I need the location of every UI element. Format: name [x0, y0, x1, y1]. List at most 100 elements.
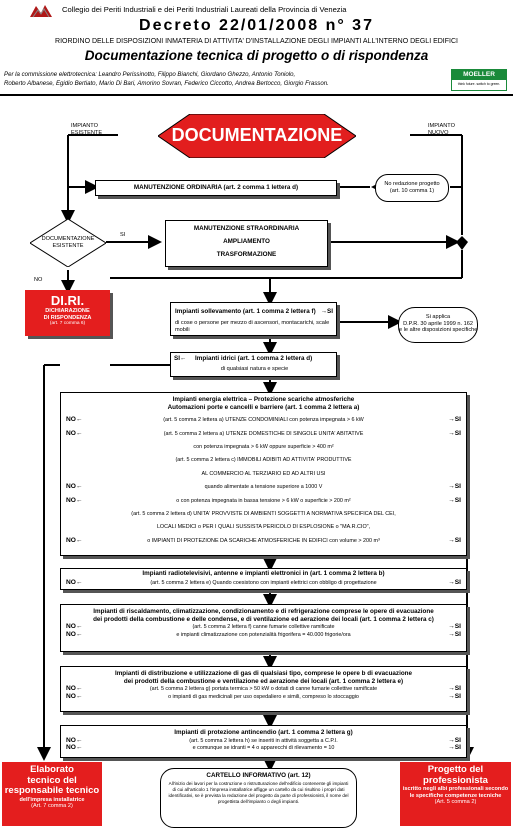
no-branch: NO←: [66, 496, 83, 504]
si-branch: →SI: [448, 496, 461, 504]
no-branch: NO←: [66, 429, 83, 437]
condition-text: (art. 5 comma 2 lettera c) IMMOBILI ADIB…: [175, 457, 352, 464]
college-name: Collegio dei Periti Industriali e dei Pe…: [62, 5, 347, 14]
antincendio-rows: NO← (art. 5 comma 2 lettera h) se inserit…: [61, 737, 466, 753]
energia-rows: NO← (art. 5 comma 2 lettera a) UTENZE CON…: [61, 411, 466, 551]
no-branch: NO←: [66, 693, 83, 701]
straordinaria-box: MANUTENZIONE STRAORDINARIA AMPLIAMENTO T…: [165, 220, 328, 267]
documentazione-label: DOCUMENTAZIONE: [171, 125, 343, 145]
moeller-name: MOELLER: [452, 70, 506, 80]
radiotelevisivi-box: Impianti radiotelevisivi, antenne e impi…: [60, 568, 467, 590]
si-branch: →SI: [448, 416, 461, 424]
diri-reference: (art. 7 comma 6): [49, 321, 86, 326]
si-branch: →SI: [448, 631, 461, 639]
elaborato-box: Elaborato tecnico del responsabile tecni…: [2, 762, 102, 826]
documentazione-esistente-diamond: DOCUMENTAZIONE ESISTENTE: [30, 219, 106, 267]
idrici-title: Impianti idrici (art. 1 comma 2 lettera …: [195, 355, 313, 362]
condition-text: (art. 5 comma 2 lettera a) UTENZE CONDOM…: [163, 417, 364, 424]
decree-title: Decreto 22/01/2008 n° 37: [139, 17, 374, 34]
condition-text: e comunque se idranti = 4 o apparecchi d…: [192, 745, 335, 752]
moeller-logo: MOELLER think future. switch to green.: [451, 69, 507, 91]
no-branch: NO←: [66, 416, 83, 424]
gas-title-2: dei prodotti della combustione e ventila…: [123, 677, 404, 685]
doc-esistente-si: SI: [120, 232, 126, 238]
radio-si: →SI: [448, 579, 461, 586]
progetto-subtitle: iscritto negli albi professionali second…: [402, 786, 509, 799]
sollevamento-title: Impianti sollevamento (art. 1 comma 2 le…: [175, 308, 316, 315]
condition-text: o IMPIANTI DI PROTEZIONE DA SCARICHE ATM…: [147, 537, 380, 544]
condition-text: LOCALI MEDICI o PER I QUALI SUSSISTA PER…: [156, 524, 371, 531]
progetto-title: Progetto del professionista: [423, 764, 488, 786]
risc-title-1: Impianti di riscaldamento, climatizzazio…: [93, 608, 434, 615]
no-branch: NO←: [66, 685, 83, 693]
manutenzione-ordinaria-label: MANUTENZIONE ORDINARIA (art. 2 comma 1 l…: [133, 184, 299, 191]
gas-rows: NO← (art. 5 comma 2 lettera g) portata te…: [61, 685, 466, 703]
no-branch: NO←: [66, 536, 83, 544]
commission-line-2: Roberto Albanese, Egidio Bertiato, Mario…: [4, 80, 329, 87]
risc-rows: NO← (art. 5 comma 2 lettera f) canne fuma…: [61, 623, 466, 641]
si-branch: →SI: [448, 483, 461, 491]
si-branch: →SI: [448, 744, 461, 752]
riscaldamento-box: Impianti di riscaldamento, climatizzazio…: [60, 604, 467, 652]
condition-text: (art. 5 comma 2 lettera g) portata termi…: [149, 686, 378, 693]
manutenzione-ordinaria-box: MANUTENZIONE ORDINARIA (art. 2 comma 1 l…: [95, 180, 337, 196]
condition-text: o impianti di gas medicinali per uso osp…: [168, 694, 359, 701]
radio-text: (art. 5 comma 2 lettera e) Quando coesis…: [150, 580, 377, 586]
si-applica-label: Si applica D.P.R. 30 aprile 1999 n. 162 …: [399, 314, 478, 333]
idrici-subtitle: di qualsiasi natura e specie: [220, 366, 289, 372]
documentazione-esistente-label: DOCUMENTAZIONE ESISTENTE: [41, 236, 95, 249]
sollevamento-box: Impianti sollevamento (art. 1 comma 2 le…: [170, 302, 337, 336]
si-branch: →SI: [448, 429, 461, 437]
no-redazione-bubble: No redazione progetto (art. 10 comma 1): [375, 174, 449, 202]
decree-subtitle: RIORDINO DELLE DISPOSIZIONI INMATERIA DI…: [55, 38, 458, 45]
cartello-text: All'inizio dei lavori per la costruzione…: [168, 780, 349, 804]
commission-line-1: Per la commissione elettrotecnica: Leand…: [4, 71, 296, 78]
documentazione-octagon: DOCUMENTAZIONE: [158, 114, 356, 158]
no-branch: NO←: [66, 623, 83, 631]
radio-no: NO←: [66, 579, 83, 586]
si-branch: →SI: [448, 685, 461, 693]
no-branch: NO←: [66, 631, 83, 639]
elaborato-title: Elaborato tecnico del responsabile tecni…: [4, 764, 100, 796]
risc-title-2: dei prodotti della combustione e delle c…: [93, 615, 434, 623]
radio-title: Impianti radiotelevisivi, antenne e impi…: [142, 570, 385, 577]
diri-box: DI.RI. DICHIARAZIONE DI RISPONDENZA (art…: [25, 290, 110, 336]
antincendio-box: Impianti di protezione antincendio (art.…: [60, 725, 467, 758]
progetto-box: Progetto del professionista iscritto neg…: [400, 762, 511, 826]
doc-esistente-no: NO: [34, 277, 43, 283]
elaborato-reference: (Art. 7 comma 2): [31, 803, 73, 809]
si-branch: →SI: [448, 736, 461, 744]
header-divider: [0, 94, 513, 96]
condition-text: (art. 5 comma 2 lettera a) UTENZE DOMEST…: [163, 430, 364, 437]
energia-title-1: Impianti energia elettrica – Protezione …: [172, 396, 355, 403]
idrici-si: SI←: [174, 355, 187, 362]
condition-text: AL COMMERCIO AL TERZIARIO ED AD ALTRI US…: [201, 470, 326, 477]
condition-text: o con potenza impegnata in bassa tension…: [176, 497, 351, 504]
cartello-title: CARTELLO INFORMATIVO (art. 12): [206, 772, 311, 779]
impianto-nuovo-label: IMPIANTO NUOVO: [428, 123, 455, 136]
antincendio-title: Impianti di protezione antincendio (art.…: [174, 729, 353, 736]
cartello-box: CARTELLO INFORMATIVO (art. 12) All'inizi…: [160, 768, 357, 828]
si-applica-bubble: Si applica D.P.R. 30 aprile 1999 n. 162 …: [398, 307, 478, 343]
condition-text: con potenza impegnata > 6 kW oppure supe…: [193, 443, 334, 450]
no-branch: NO←: [66, 736, 83, 744]
college-logo: [28, 2, 54, 20]
si-branch: →SI: [448, 623, 461, 631]
condition-text: (art. 5 comma 2 lettera h) se inseriti i…: [189, 737, 338, 744]
energia-title-2: Automazioni porte e cancelli e barriere …: [167, 403, 360, 411]
condition-text: (art. 5 comma 2 lettera d) UNITA' PROVVI…: [131, 510, 396, 517]
moeller-tagline: think future. switch to green.: [457, 82, 501, 86]
no-branch: NO←: [66, 744, 83, 752]
sollevamento-si: →SI: [320, 308, 333, 315]
impianto-esistente-label: IMPIANTO ESISTENTE: [71, 123, 103, 136]
idrici-box: SI← Impianti idrici (art. 1 comma 2 lett…: [170, 352, 337, 377]
gas-box: Impianti di distribuzione e utilizzazion…: [60, 666, 467, 712]
no-redazione-label: No redazione progetto (art. 10 comma 1): [384, 181, 440, 194]
energia-elettrica-box: Impianti energia elettrica – Protezione …: [60, 392, 467, 556]
condition-text: quando alimentate a tensione superiore a…: [204, 484, 323, 491]
condition-text: (art. 5 comma 2 lettera f) canne fumarie…: [192, 624, 335, 631]
straordinaria-label: MANUTENZIONE STRAORDINARIA AMPLIAMENTO T…: [193, 225, 300, 258]
gas-title-1: Impianti di distribuzione e utilizzazion…: [114, 670, 413, 677]
sollevamento-subtitle: di cose o persone per mezzo di ascensori…: [175, 320, 330, 333]
si-branch: →SI: [448, 693, 461, 701]
